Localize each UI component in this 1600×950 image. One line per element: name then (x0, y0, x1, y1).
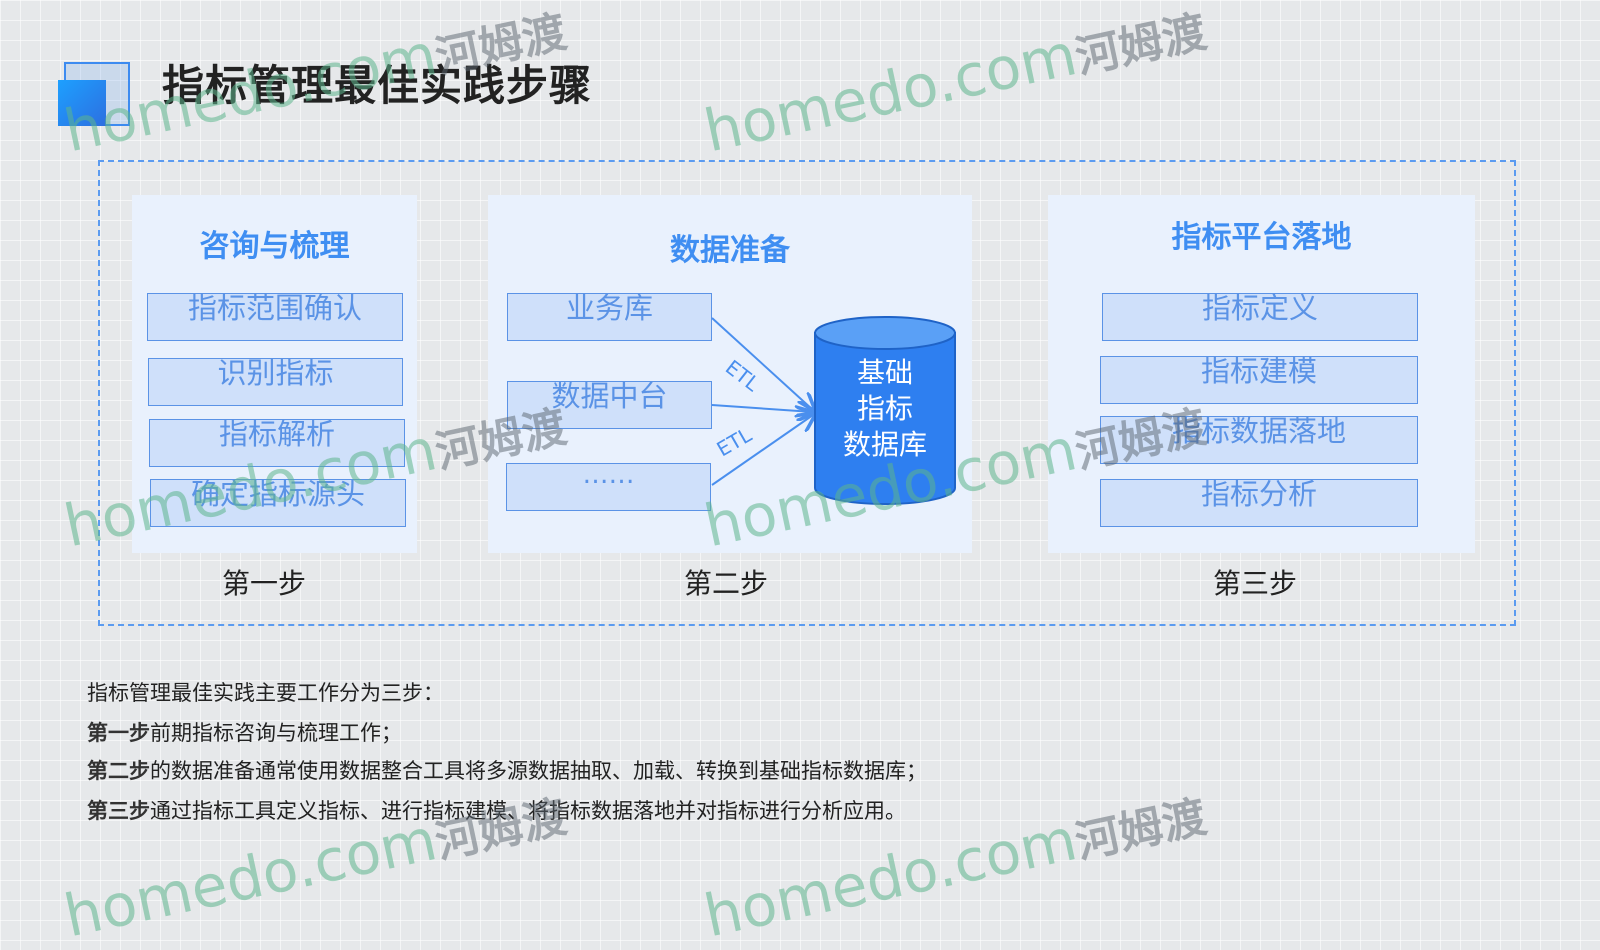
etl-label-2: ETL (713, 422, 757, 461)
watermark-cn: 河姆渡 (1071, 791, 1211, 869)
description-line-2-text: 的数据准备通常使用数据整合工具将多源数据抽取、加载、转换到基础指标数据库； (150, 759, 927, 783)
database: 基础 指标 数据库 (815, 355, 955, 485)
watermark-cn: 河姆渡 (1071, 6, 1211, 84)
step2-panel: 数据准备 业务库 数据中台 …… ETL ETL 基础 指标 数据库 (488, 195, 972, 553)
step3-panel: 指标平台落地 指标定义 指标建模 指标数据落地 指标分析 (1048, 195, 1475, 553)
description-line-2: 第二步的数据准备通常使用数据整合工具将多源数据抽取、加载、转换到基础指标数据库； (87, 755, 927, 785)
step3-item-1: 指标定义 (1102, 293, 1418, 341)
step1-item-4: 确定指标源头 (150, 479, 406, 527)
description-line-1: 第一步前期指标咨询与梳理工作； (87, 717, 402, 747)
description-line-1-step: 第一步 (87, 721, 150, 745)
step1-item-1: 指标范围确认 (147, 293, 403, 341)
steps-frame (98, 160, 1516, 626)
watermark-brand: homedo.com (698, 20, 1083, 166)
watermark-brand: homedo.com (698, 805, 1083, 950)
step1-panel: 咨询与梳理 指标范围确认 识别指标 指标解析 确定指标源头 (132, 195, 417, 553)
database-label-1: 基础 (856, 356, 913, 389)
source-item-1: 业务库 (507, 293, 712, 341)
step2-title: 数据准备 (670, 233, 790, 268)
source-item-2: 数据中台 (507, 381, 712, 429)
step1-title: 咨询与梳理 (199, 229, 350, 264)
etl-arrows: ETL ETL (711, 316, 956, 505)
description-line-1-text: 前期指标咨询与梳理工作； (150, 721, 402, 745)
description-intro: 指标管理最佳实践主要工作分为三步： (87, 681, 444, 705)
description-line-3: 第三步通过指标工具定义指标、进行指标建模、将指标数据落地并对指标进行分析应用。 (87, 795, 906, 825)
page-title: 指标管理最佳实践步骤 (162, 61, 593, 110)
step3-label: 第三步 (1213, 567, 1298, 600)
database-label-3: 数据库 (842, 428, 927, 461)
watermark-brand: homedo.com (58, 805, 443, 950)
arrow-from-source-1 (711, 317, 813, 410)
step1-item-2: 识别指标 (148, 358, 403, 406)
step3-item-3: 指标数据落地 (1100, 416, 1418, 464)
database-top (814, 316, 956, 350)
description-line-2-step: 第二步 (87, 759, 150, 783)
step3-item-4: 指标分析 (1100, 479, 1418, 527)
arrow-from-source-3 (711, 415, 813, 486)
step1-label: 第一步 (222, 567, 307, 600)
description-line-3-step: 第三步 (87, 799, 150, 823)
source-item-3: …… (506, 462, 711, 511)
step1-item-3: 指标解析 (149, 419, 405, 467)
watermark: homedo.com河姆渡 (699, 0, 1212, 165)
description-line-3-text: 通过指标工具定义指标、进行指标建模、将指标数据落地并对指标进行分析应用。 (150, 799, 906, 823)
step2-label: 第二步 (684, 567, 769, 600)
step3-title: 指标平台落地 (1171, 220, 1352, 255)
step3-item-2: 指标建模 (1100, 356, 1418, 404)
arrow-from-source-2 (711, 405, 813, 412)
logo-icon (58, 62, 130, 128)
database-cylinder (814, 332, 956, 505)
database-label-2: 指标 (856, 392, 913, 425)
